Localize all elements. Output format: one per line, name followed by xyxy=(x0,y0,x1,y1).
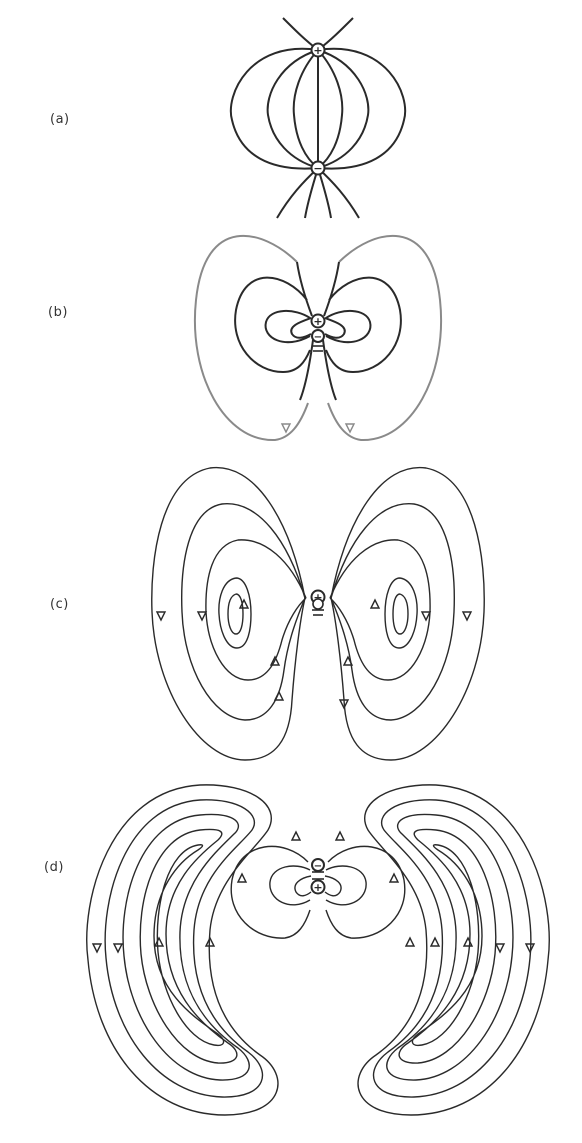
panel-c-left-loop-4 xyxy=(218,577,252,649)
panel-a-field-line-outer-right xyxy=(317,47,407,170)
panel-c-diagram xyxy=(151,466,485,761)
panel-b-field-line-mid-left xyxy=(234,276,311,374)
panel-d-center-core-left xyxy=(294,875,312,897)
panel-label-d: (d) xyxy=(44,860,64,875)
panel-c-arrow-1 xyxy=(155,611,167,622)
panel-b-antenna-top-left xyxy=(296,261,313,317)
panel-d-positive-sign: + xyxy=(313,881,322,894)
panel-c-positive-sign: + xyxy=(313,591,322,604)
panel-b-negative-sign: − xyxy=(314,332,322,343)
panel-c-left-loop-3 xyxy=(205,539,307,681)
panel-b-field-line-mid-right xyxy=(325,276,402,374)
panel-d-arrow-12 xyxy=(494,943,506,954)
panel-d-arrow-6 xyxy=(290,830,302,841)
panel-c-arrow-2 xyxy=(196,611,208,622)
panel-c-arrow-7 xyxy=(420,611,432,622)
panel-d-right-loop-3 xyxy=(386,813,514,1081)
panel-c-right-loop-3 xyxy=(329,539,431,681)
panel-c-arrow-9 xyxy=(342,655,354,666)
panel-d-arrow-5 xyxy=(236,872,248,883)
panel-c-arrow-3 xyxy=(238,598,250,609)
panel-b-charges: + − xyxy=(310,313,326,343)
panel-b-field-line-inner-right xyxy=(325,310,372,344)
panel-d-center-right-lobe xyxy=(325,845,406,939)
panel-label-a: (a) xyxy=(50,112,70,127)
panel-b-antenna-top-right xyxy=(323,261,340,317)
panel-b-positive-charge xyxy=(310,313,326,329)
panel-b-antenna-bottom-right xyxy=(322,339,337,401)
panel-c-arrow-4 xyxy=(269,655,281,666)
panel-d-left-loop-3 xyxy=(122,813,250,1081)
panel-d-right-loop-4 xyxy=(398,828,497,1064)
panel-c-arrow-5 xyxy=(273,690,285,701)
panel-a-field-line-inner-right xyxy=(317,49,344,169)
panel-d-left-loop-4 xyxy=(139,828,238,1064)
panel-a-negative-charge xyxy=(310,160,326,176)
panel-d-arrow-13 xyxy=(524,943,536,954)
panel-b-field-line-outer-right xyxy=(327,234,443,442)
panel-a-field-line-outer-left xyxy=(229,47,319,170)
panel-d-center-left-lobe xyxy=(230,845,311,939)
panel-a-negative-sign: − xyxy=(313,162,322,175)
panel-d-arrow-1 xyxy=(91,943,103,954)
panel-c-arrow-6 xyxy=(369,598,381,609)
panel-d-left-loop-1 xyxy=(86,784,279,1116)
panel-b-field-line-core-right xyxy=(324,317,346,339)
panel-d-negative-sign: − xyxy=(314,861,322,872)
panel-b-field-line-inner-left xyxy=(264,310,311,344)
panel-a-antenna-bottom-right xyxy=(317,167,360,219)
panel-c-charges: + xyxy=(310,589,326,610)
panel-c-left-loop-2 xyxy=(181,503,306,721)
panel-d-arrow-7 xyxy=(388,872,400,883)
panel-c-left-loop-5 xyxy=(227,593,244,635)
panel-a-charges: + − xyxy=(310,42,326,176)
panel-d-arrow-10 xyxy=(429,936,441,947)
panel-d-negative-charge xyxy=(311,858,325,872)
panel-d-right-loop-1 xyxy=(357,784,550,1116)
panel-d-diagram xyxy=(86,784,550,1116)
panel-d-arrow-11 xyxy=(462,936,474,947)
panel-c-left-loop-1 xyxy=(151,466,306,761)
panel-label-b: (b) xyxy=(48,305,68,320)
panel-a-field-line-mid-left xyxy=(266,49,319,169)
panel-d-arrow-4 xyxy=(204,936,216,947)
panel-d-center-core-right xyxy=(324,875,342,897)
panel-b-arrow-right xyxy=(344,423,356,434)
panel-b-negative-charge xyxy=(311,329,325,343)
panel-d-arrow-2 xyxy=(112,943,124,954)
panel-a-field-line-mid-right xyxy=(317,49,370,169)
panel-d-arrow-3 xyxy=(153,936,165,947)
panel-d-center-inner-left xyxy=(269,865,311,906)
panel-d-positive-charge xyxy=(310,879,326,895)
panel-a-antenna-bottom-left xyxy=(276,167,319,219)
panel-d-right-loop-2 xyxy=(372,799,532,1098)
panel-c-negative-charge xyxy=(312,598,324,610)
panel-c-right-loop-4 xyxy=(384,577,418,649)
panel-c-right-loop-5 xyxy=(392,593,409,635)
panel-b-arrow-left xyxy=(280,423,292,434)
panel-label-c: (c) xyxy=(50,597,69,612)
panel-d-right-loop-5 xyxy=(411,844,483,1047)
panel-d-charges: − + xyxy=(310,858,326,895)
panel-a-positive-sign: + xyxy=(313,44,322,57)
panel-a-field-line-inner-left xyxy=(292,49,319,169)
panel-b-positive-sign: + xyxy=(313,315,322,328)
panel-d-arrow-9 xyxy=(404,936,416,947)
panel-d-left-loop-2 xyxy=(104,799,264,1098)
panel-a-positive-charge xyxy=(310,42,326,58)
panel-b-diagram xyxy=(193,234,443,442)
panel-d-center-inner-right xyxy=(325,865,367,906)
panel-b-field-line-outer-left xyxy=(193,234,309,442)
panel-b-field-line-core-left xyxy=(290,317,312,339)
panel-c-right-loop-2 xyxy=(330,503,455,721)
panel-d-arrow-8 xyxy=(334,830,346,841)
panel-c-arrow-10 xyxy=(338,699,350,710)
panel-c-arrow-8 xyxy=(461,611,473,622)
panel-b-antenna-bottom-left xyxy=(299,339,314,401)
